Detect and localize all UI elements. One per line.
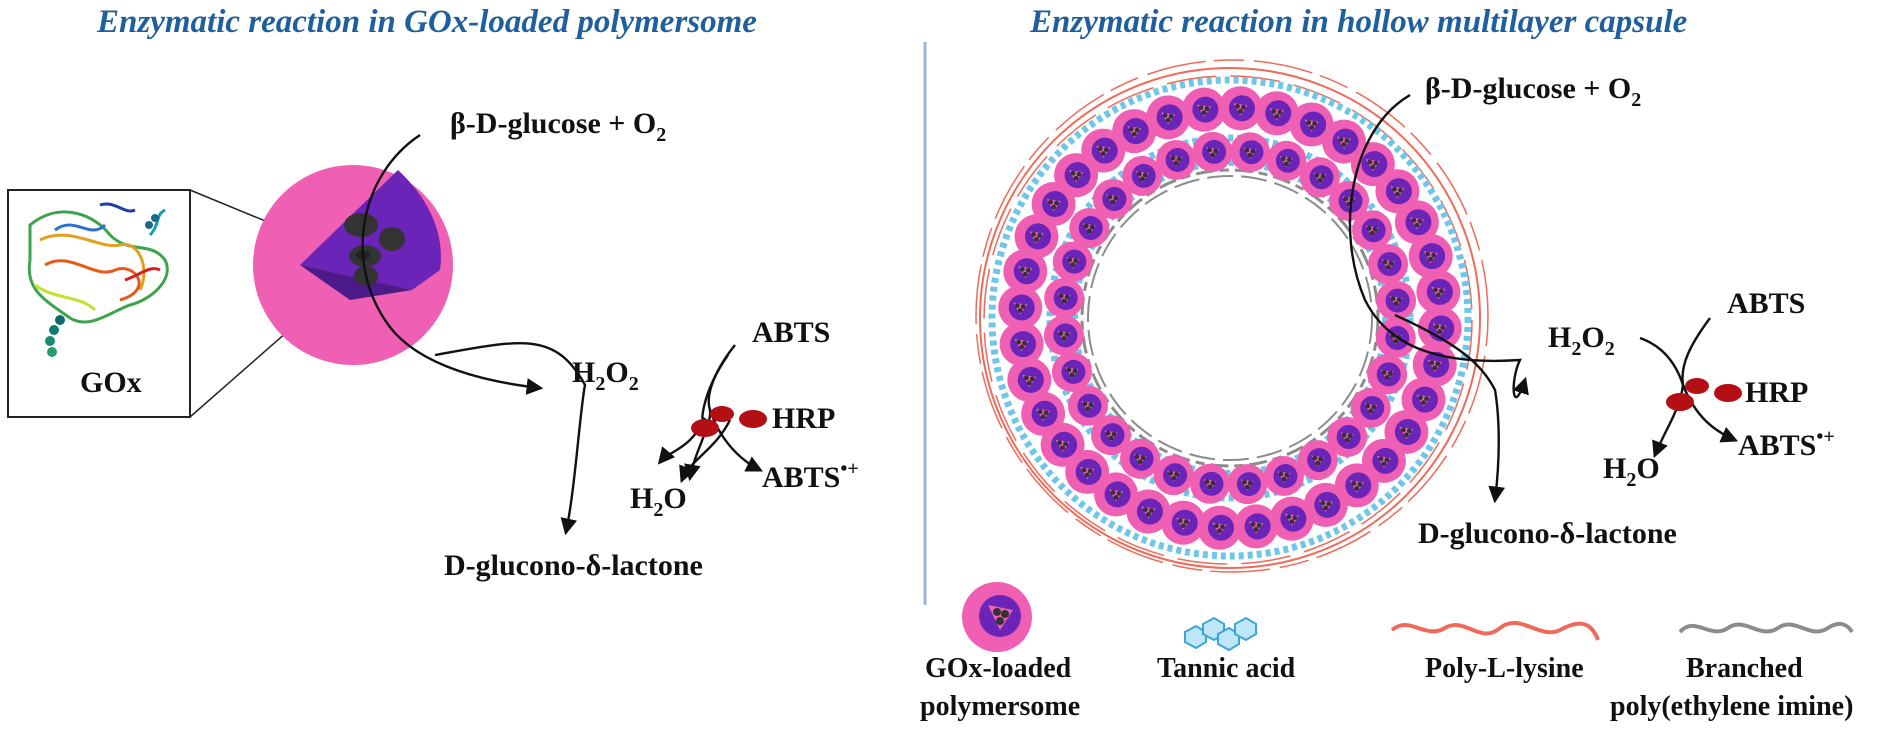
small-polymersome — [1090, 415, 1131, 456]
left-h2o2: H2O2 — [572, 356, 639, 395]
small-polymersome — [1303, 482, 1348, 527]
small-polymersome — [1003, 249, 1048, 294]
small-polymersome — [1126, 489, 1171, 534]
small-polymersome — [1408, 234, 1453, 279]
small-polymersome — [1051, 351, 1092, 392]
small-polymersome — [1394, 200, 1439, 245]
small-polymersome — [1192, 131, 1233, 172]
small-polymersome — [1416, 269, 1461, 314]
small-polymersome — [1227, 464, 1268, 505]
small-polymersome — [1092, 178, 1133, 219]
small-polymersome — [1367, 354, 1408, 395]
small-polymersome — [1052, 241, 1093, 282]
small-polymersome — [1021, 391, 1066, 436]
left-hrp: HRP — [772, 402, 835, 435]
small-polymersome — [1297, 440, 1338, 481]
legend-pei-line2: poly(ethylene imine) — [1610, 691, 1853, 722]
polymersome-ring-outer — [998, 86, 1462, 550]
legend: GOx-loaded polymersome Tannic acid Poly-… — [920, 582, 1854, 722]
right-abts-radical: ABTS•+ — [1738, 426, 1835, 462]
right-panel-title: Enzymatic reaction in hollow multilayer … — [1029, 4, 1687, 40]
left-product: D-glucono-δ-lactone — [444, 549, 703, 582]
small-polymersome — [1197, 505, 1242, 550]
small-polymersome — [1352, 210, 1393, 251]
small-polymersome — [1067, 385, 1108, 426]
small-polymersome — [1376, 280, 1417, 321]
left-panel-title: Enzymatic reaction in GOx-loaded polymer… — [96, 4, 757, 40]
small-polymersome — [1043, 315, 1084, 356]
left-abts-radical: ABTS•+ — [762, 458, 859, 494]
small-polymersome — [1263, 456, 1304, 497]
right-substrate: β-D-glucose + O2 — [1425, 72, 1641, 111]
small-polymersome — [1112, 109, 1157, 154]
small-polymersome — [999, 322, 1044, 367]
small-polymersome — [1234, 504, 1279, 549]
small-polymersome — [1007, 357, 1052, 402]
right-h2o2: H2O2 — [1548, 321, 1615, 360]
legend-polymersome-line2: polymersome — [920, 691, 1080, 722]
small-polymersome — [1120, 438, 1161, 479]
right-product: D-glucono-δ-lactone — [1418, 517, 1677, 550]
small-polymersome — [1350, 387, 1391, 428]
right-hrp: HRP — [1745, 376, 1808, 409]
legend-polymersome-icon — [962, 582, 1032, 652]
gox-label: GOx — [80, 366, 142, 399]
small-polymersome — [1146, 95, 1191, 140]
small-polymersome — [1122, 155, 1163, 196]
polymersome-large — [253, 165, 453, 365]
legend-tannic-label: Tannic acid — [1157, 653, 1296, 684]
small-polymersome — [1161, 500, 1206, 545]
small-polymersome — [1190, 463, 1231, 504]
small-polymersome — [1327, 417, 1368, 458]
left-hrp-enzyme — [691, 406, 767, 437]
legend-pll-label: Poly-L-lysine — [1425, 653, 1584, 684]
small-polymersome — [1254, 91, 1299, 136]
small-polymersome — [1368, 244, 1409, 285]
multilayer-capsule — [975, 59, 1489, 573]
legend-pei-icon — [1678, 621, 1854, 634]
small-polymersome — [1401, 377, 1446, 422]
small-polymersome — [1014, 214, 1059, 259]
small-polymersome — [1044, 278, 1085, 319]
small-polymersome — [1299, 157, 1340, 198]
small-polymersome — [1218, 86, 1263, 131]
small-polymersome — [1289, 102, 1334, 147]
small-polymersome — [1181, 87, 1226, 132]
small-polymersome — [1229, 132, 1270, 173]
left-substrate: β-D-glucose + O2 — [450, 107, 666, 146]
right-hrp-enzyme — [1666, 378, 1742, 411]
small-polymersome — [1412, 342, 1457, 387]
polymersome-ring-inner — [1043, 131, 1417, 505]
small-polymersome — [1266, 140, 1307, 181]
left-h2o: H2O — [630, 482, 687, 521]
small-polymersome — [1069, 208, 1110, 249]
small-polymersome — [1156, 139, 1197, 180]
small-polymersome — [998, 285, 1043, 330]
legend-pll-icon — [1390, 621, 1600, 641]
legend-pei-line1: Branched — [1686, 653, 1803, 684]
legend-polymersome-line1: GOx-loaded — [925, 653, 1072, 684]
right-h2o: H2O — [1603, 452, 1660, 491]
small-polymersome — [1153, 455, 1194, 496]
right-abts: ABTS — [1727, 287, 1805, 320]
gox-inset: GOx — [7, 189, 191, 418]
left-abts: ABTS — [752, 316, 830, 349]
small-polymersome — [1269, 496, 1314, 541]
legend-tannic-icon — [1184, 616, 1257, 652]
gox-protein-structure — [27, 202, 169, 357]
